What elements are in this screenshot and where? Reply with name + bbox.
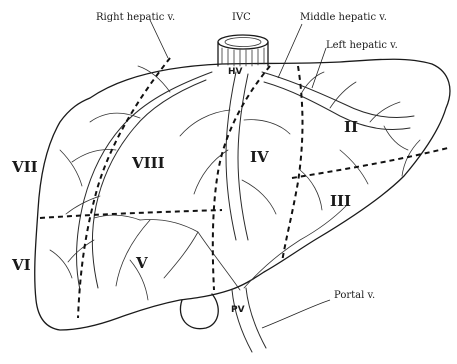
portal-vein <box>94 206 346 352</box>
segment-V: V <box>135 254 148 272</box>
callout-right-hepatic-v <box>150 20 168 58</box>
label-left-hepatic-v: Left hepatic v. <box>326 40 398 51</box>
liver-outline <box>35 59 450 330</box>
ivc-vessel <box>218 35 268 66</box>
boundary-main-portal-fissure <box>213 66 270 290</box>
label-right-hepatic-v: Right hepatic v. <box>96 12 175 23</box>
callout-portal-v <box>262 300 330 328</box>
callout-left-hepatic-v <box>312 48 326 88</box>
peripheral-branches <box>50 140 420 300</box>
boundary-right-transverse <box>40 210 222 218</box>
middle-hepatic-vein <box>180 72 290 240</box>
segment-VI: VI <box>11 256 31 274</box>
left-hepatic-vein <box>262 72 414 150</box>
segment-II: II <box>344 118 358 136</box>
boundary-left-transverse <box>292 148 448 178</box>
label-pv: PV <box>231 305 245 315</box>
label-hv: HV <box>228 67 243 77</box>
segment-IV: IV <box>250 148 269 166</box>
label-middle-hepatic-v: Middle hepatic v. <box>300 12 387 23</box>
segment-VII: VII <box>11 158 38 176</box>
segment-VIII: VIII <box>131 154 165 172</box>
label-ivc: IVC <box>232 12 251 23</box>
segment-III: III <box>330 192 351 210</box>
label-portal-v: Portal v. <box>334 290 375 301</box>
